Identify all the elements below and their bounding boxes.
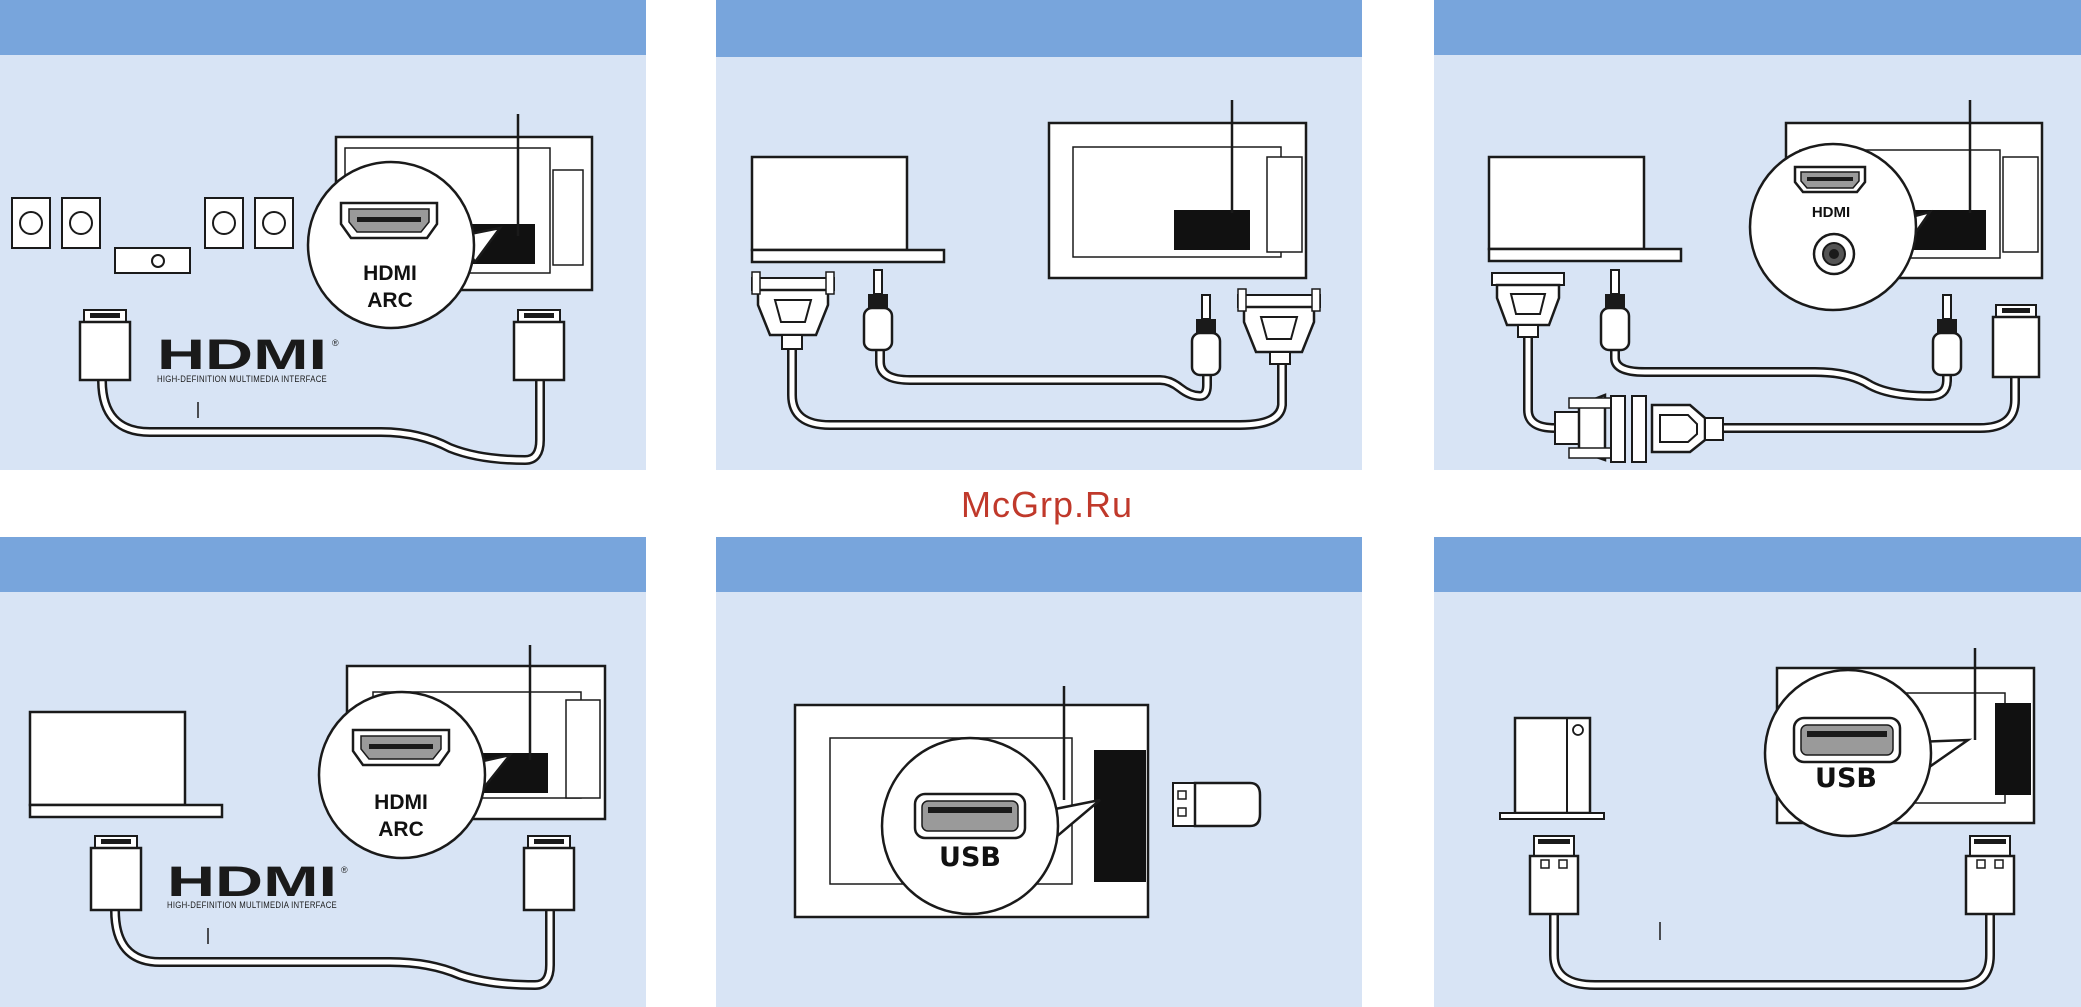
callout-label: USB — [1815, 763, 1877, 794]
panel-hdmi-arc-laptop: HDMI ARC HDMI ® HIGH-DEFINITION MULTIMED… — [0, 537, 646, 1007]
hdmi-plug-icon — [91, 836, 141, 910]
panel-usb-stick: USB — [716, 537, 1362, 1007]
tv-icon — [1049, 100, 1306, 278]
callout-label-line-2: ARC — [367, 289, 413, 312]
hdmi-port-icon — [353, 730, 449, 765]
watermark-text: McGrp.Ru — [961, 484, 1133, 525]
callout-label-line-1: HDMI — [374, 791, 428, 814]
dvi-plug-icon — [1993, 305, 2039, 377]
hdmi-logo-word: HDMI — [167, 858, 337, 906]
hdmi-port-icon — [1795, 167, 1865, 192]
hdmi-logo: HDMI ® HIGH-DEFINITION MULTIMEDIA INTERF… — [167, 858, 348, 910]
usb-stick-icon — [1173, 783, 1260, 826]
hdmi-plug-icon — [514, 310, 564, 380]
panel-header — [1434, 537, 2081, 592]
callout-label-line-1: HDMI — [363, 262, 417, 285]
usb-port-icon — [915, 794, 1025, 838]
panel-header — [0, 0, 646, 55]
hdmi-port-icon — [341, 203, 437, 238]
hdmi-logo-registered: ® — [332, 338, 339, 348]
hdmi-logo-subtitle: HIGH-DEFINITION MULTIMEDIA INTERFACE — [167, 900, 337, 910]
hdmi-logo: HDMI ® HIGH-DEFINITION MULTIMEDIA INTERF… — [157, 331, 339, 384]
callout-label-line-2: ARC — [378, 818, 424, 841]
usb-device-icon — [1500, 718, 1604, 819]
panel-header — [0, 537, 646, 592]
usb-plug-icon — [1966, 836, 2014, 914]
panel-header — [716, 0, 1362, 57]
usb-plug-icon — [1530, 836, 1578, 914]
hdmi-logo-word: HDMI — [157, 331, 327, 379]
panel-header — [1434, 0, 2081, 55]
hdmi-logo-subtitle: HIGH-DEFINITION MULTIMEDIA INTERFACE — [157, 374, 327, 384]
panel-hdmi-arc-speakers: HDMI ARC — [0, 0, 646, 470]
panel-header — [716, 537, 1362, 592]
hdmi-plug-icon — [524, 836, 574, 910]
callout-label: USB — [939, 842, 1001, 873]
callout-label: HDMI — [1812, 204, 1850, 221]
panel-vga-dvi-audio-pc: HDMI — [1434, 0, 2081, 470]
hdmi-plug-icon — [80, 310, 130, 380]
audio-jack-port-icon — [1814, 234, 1854, 274]
usb-port-icon — [1794, 718, 1900, 762]
hdmi-logo-registered: ® — [341, 865, 348, 875]
panel-usb-device: USB — [1434, 537, 2081, 1007]
panel-vga-audio-pc — [716, 0, 1362, 470]
